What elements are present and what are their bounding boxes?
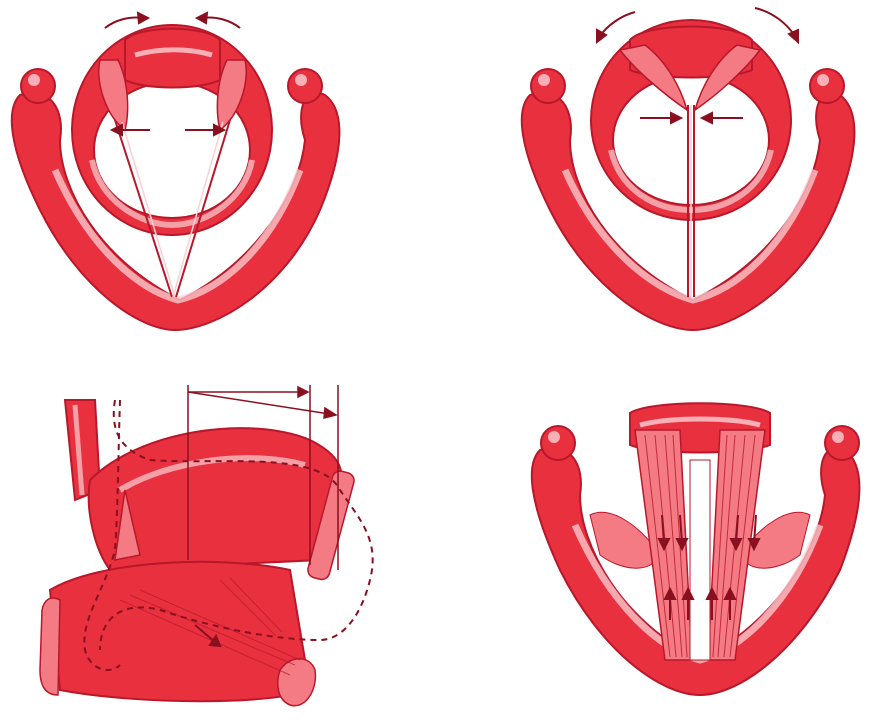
larynx-lateral-illustration bbox=[20, 370, 420, 722]
larynx-abduction-illustration bbox=[0, 0, 360, 345]
larynx-muscle-panel bbox=[520, 395, 880, 722]
thyroarytenoid-muscles bbox=[635, 430, 765, 660]
larynx-muscle-illustration bbox=[520, 395, 880, 722]
larynx-abduction-panel bbox=[0, 0, 360, 345]
larynx-lateral-panel bbox=[20, 370, 420, 722]
larynx-adduction-panel bbox=[505, 0, 880, 345]
larynx-adduction-illustration bbox=[505, 0, 880, 345]
